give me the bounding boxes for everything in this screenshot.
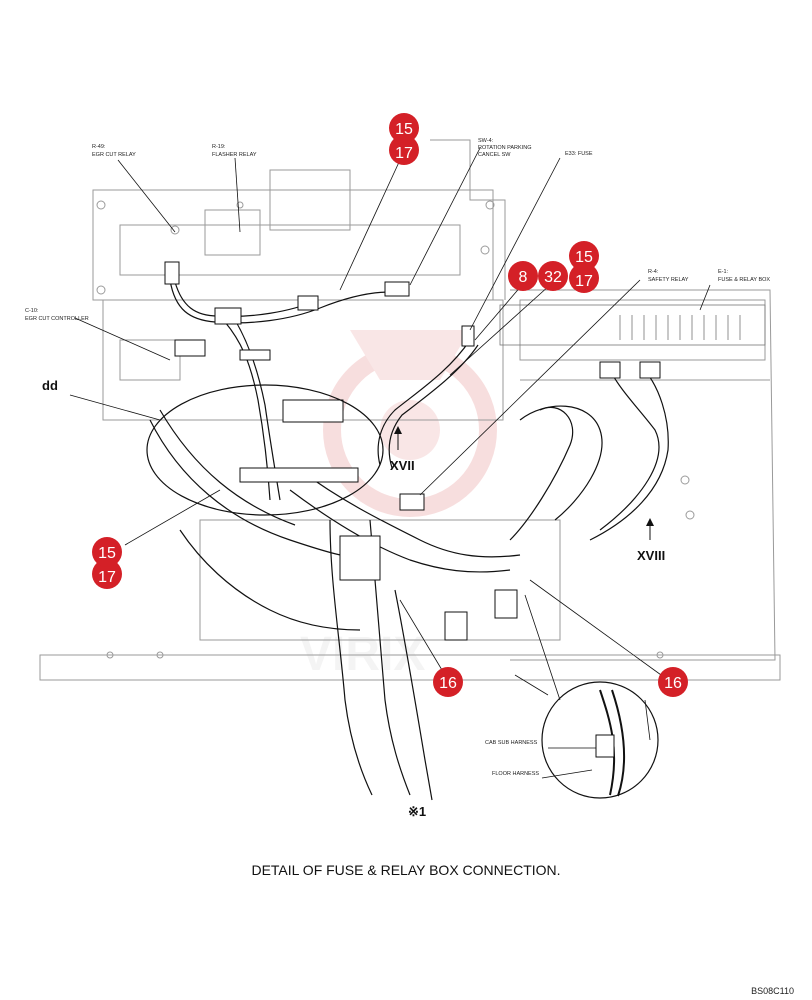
view-xvii-label: XVII: [390, 458, 415, 473]
ref-marker-16-right: 16: [658, 667, 688, 697]
drawing-code: BS08C110: [751, 986, 794, 996]
ref-marker-8: 8: [508, 261, 538, 291]
ref-marker-15-17-right: 15 17: [569, 241, 599, 293]
rotation-sw-label-3: CANCEL SW: [478, 152, 511, 158]
safety-relay-label-2: SAFETY RELAY: [648, 277, 689, 283]
fuse-box-label-1: E-1:: [718, 269, 729, 275]
ref-32: 32: [544, 269, 562, 286]
ref-marker-32: 32: [538, 261, 568, 291]
ref-16: 16: [664, 675, 682, 692]
egr-relay-label-1: R-49:: [92, 144, 106, 150]
fuse-e33-label: E33: FUSE: [565, 151, 593, 157]
fuse-box: [499, 304, 766, 346]
view-xviii-label: XVIII: [637, 548, 665, 563]
inset-detail: [514, 594, 659, 799]
ref-15: 15: [575, 249, 593, 266]
ref-marker-15-17-left: 15 17: [92, 537, 122, 589]
rotation-sw-label-2: ROTATION PARKING: [478, 145, 531, 151]
note-1-label: ※1: [408, 804, 426, 819]
component-labels: R-49: EGR CUT RELAY R-19: FLASHER RELAY …: [25, 138, 770, 777]
flasher-relay-label-2: FLASHER RELAY: [212, 152, 257, 158]
ref-17: 17: [98, 569, 116, 586]
ref-8: 8: [519, 269, 528, 286]
rotation-sw-label-1: SW-4:: [478, 138, 494, 144]
view-arrow-xvii: [394, 426, 402, 450]
connectors: [164, 261, 661, 641]
ref-17: 17: [395, 145, 413, 162]
cab-sub-harness-label: CAB SUB HARNESS: [485, 740, 538, 746]
view-arrow-xviii: [646, 518, 654, 540]
floor-harness-label: FLOOR HARNESS: [492, 771, 539, 777]
detail-dd-label: dd: [42, 378, 58, 393]
flasher-relay-label-1: R-19:: [212, 144, 226, 150]
egr-controller-label-2: EGR CUT CONTROLLER: [25, 316, 89, 322]
detail-dd-outline: [146, 384, 384, 516]
safety-relay-label-1: R-4:: [648, 269, 659, 275]
leader-lines: [69, 147, 711, 681]
fuse-box-label-2: FUSE & RELAY BOX: [718, 277, 770, 283]
ref-15: 15: [98, 545, 116, 562]
ref-marker-16-left: 16: [433, 667, 463, 697]
ref-marker-15-17-top: 15 17: [389, 113, 419, 165]
egr-controller-label-1: C-10:: [25, 308, 39, 314]
ref-markers: 15 17 8 32 15 17 15 17 16 16: [92, 113, 688, 697]
ref-16: 16: [439, 675, 457, 692]
figure-caption: DETAIL OF FUSE & RELAY BOX CONNECTION.: [251, 862, 561, 878]
egr-relay-label-2: EGR CUT RELAY: [92, 152, 136, 158]
wire-harness: [149, 279, 669, 801]
ref-17: 17: [575, 273, 593, 290]
relay-panel: [39, 139, 781, 681]
ref-15: 15: [395, 121, 413, 138]
